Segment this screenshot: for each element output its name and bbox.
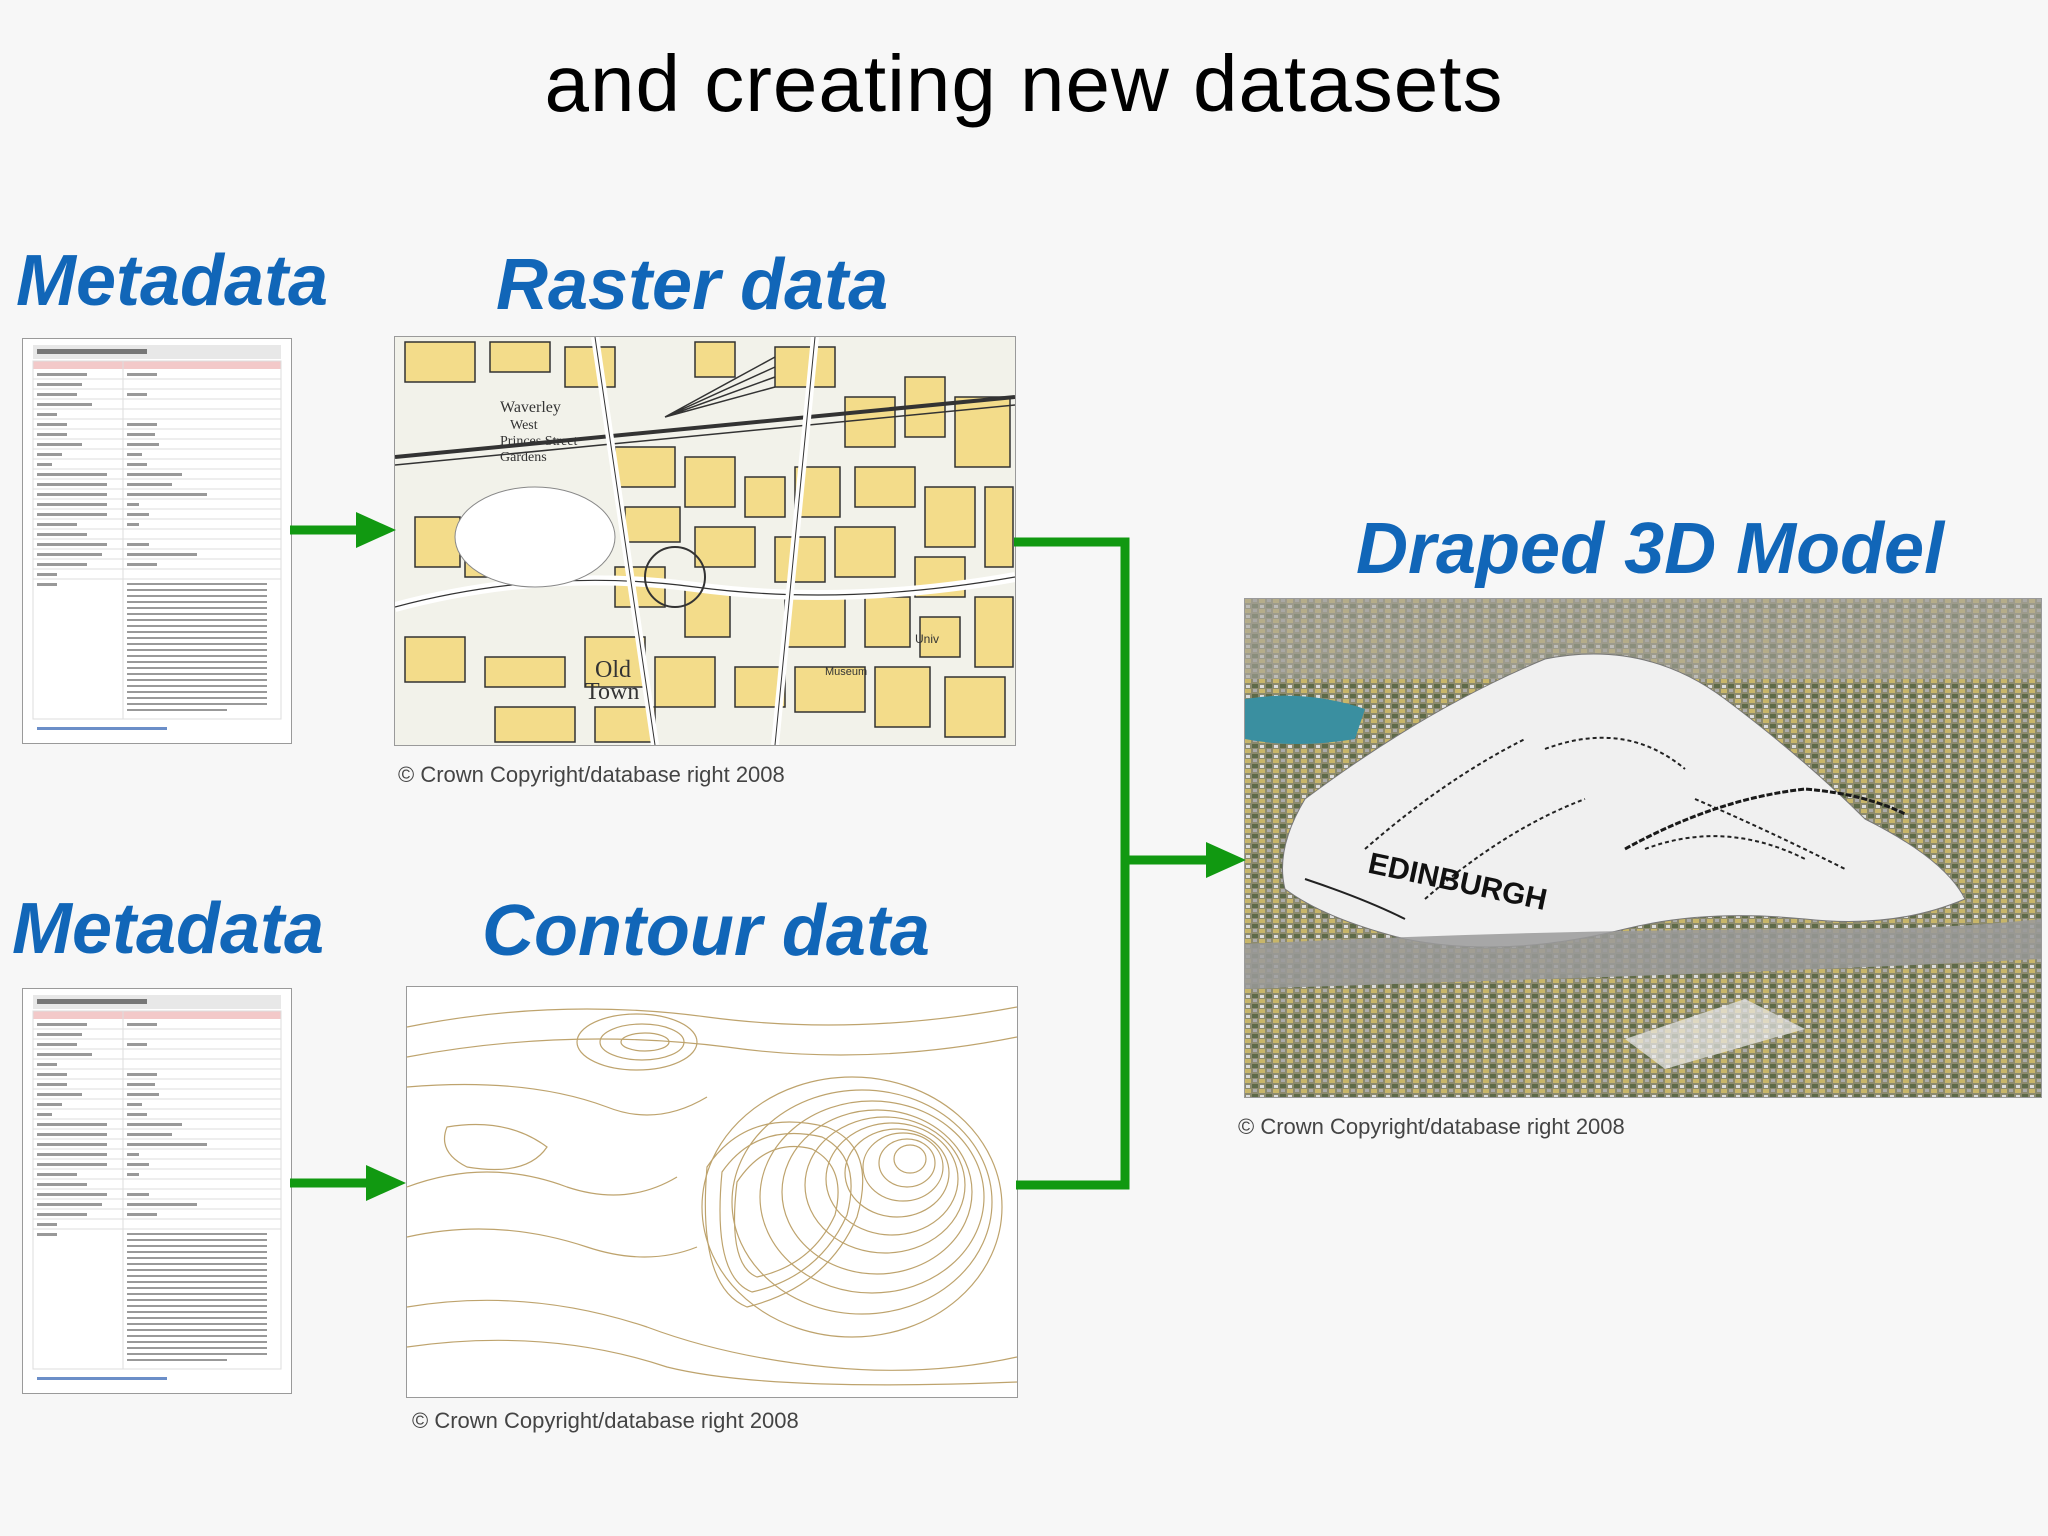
svg-text:Waverley: Waverley <box>500 399 561 416</box>
raster-copyright-credit: © Crown Copyright/database right 2008 <box>398 762 785 787</box>
contour-copyright-credit: © Crown Copyright/database right 2008 <box>412 1408 799 1433</box>
merge-bracket-arrow <box>1014 537 1246 1190</box>
svg-text:Univ: Univ <box>915 632 939 646</box>
metadata-label-top: Metadata <box>16 241 329 321</box>
raster-data-label: Raster data <box>496 245 889 325</box>
metadata-to-contour-arrow <box>290 1165 406 1201</box>
draped-3d-model-label: Draped 3D Model <box>1356 509 1945 589</box>
metadata-document-thumbnail-bottom <box>22 988 292 1394</box>
svg-text:Princes Street: Princes Street <box>500 434 577 449</box>
svg-text:Museum: Museum <box>825 666 867 678</box>
metadata-label-bottom: Metadata <box>12 889 325 969</box>
draped-3d-model-image: EDINBURGH <box>1244 598 2042 1098</box>
metadata-document-thumbnail <box>22 338 292 744</box>
model-copyright-credit: © Crown Copyright/database right 2008 <box>1238 1114 1625 1139</box>
raster-map-image: Waverley West Princes Street Gardens Old… <box>394 336 1016 746</box>
svg-text:West: West <box>510 418 538 433</box>
svg-text:Town: Town <box>585 679 639 705</box>
metadata-to-raster-arrow <box>290 512 396 548</box>
svg-text:Old: Old <box>595 657 631 683</box>
slide-title: and creating new datasets <box>544 39 1504 128</box>
contour-data-label: Contour data <box>482 891 930 971</box>
contour-map-image <box>406 986 1018 1398</box>
svg-text:Gardens: Gardens <box>500 450 547 465</box>
